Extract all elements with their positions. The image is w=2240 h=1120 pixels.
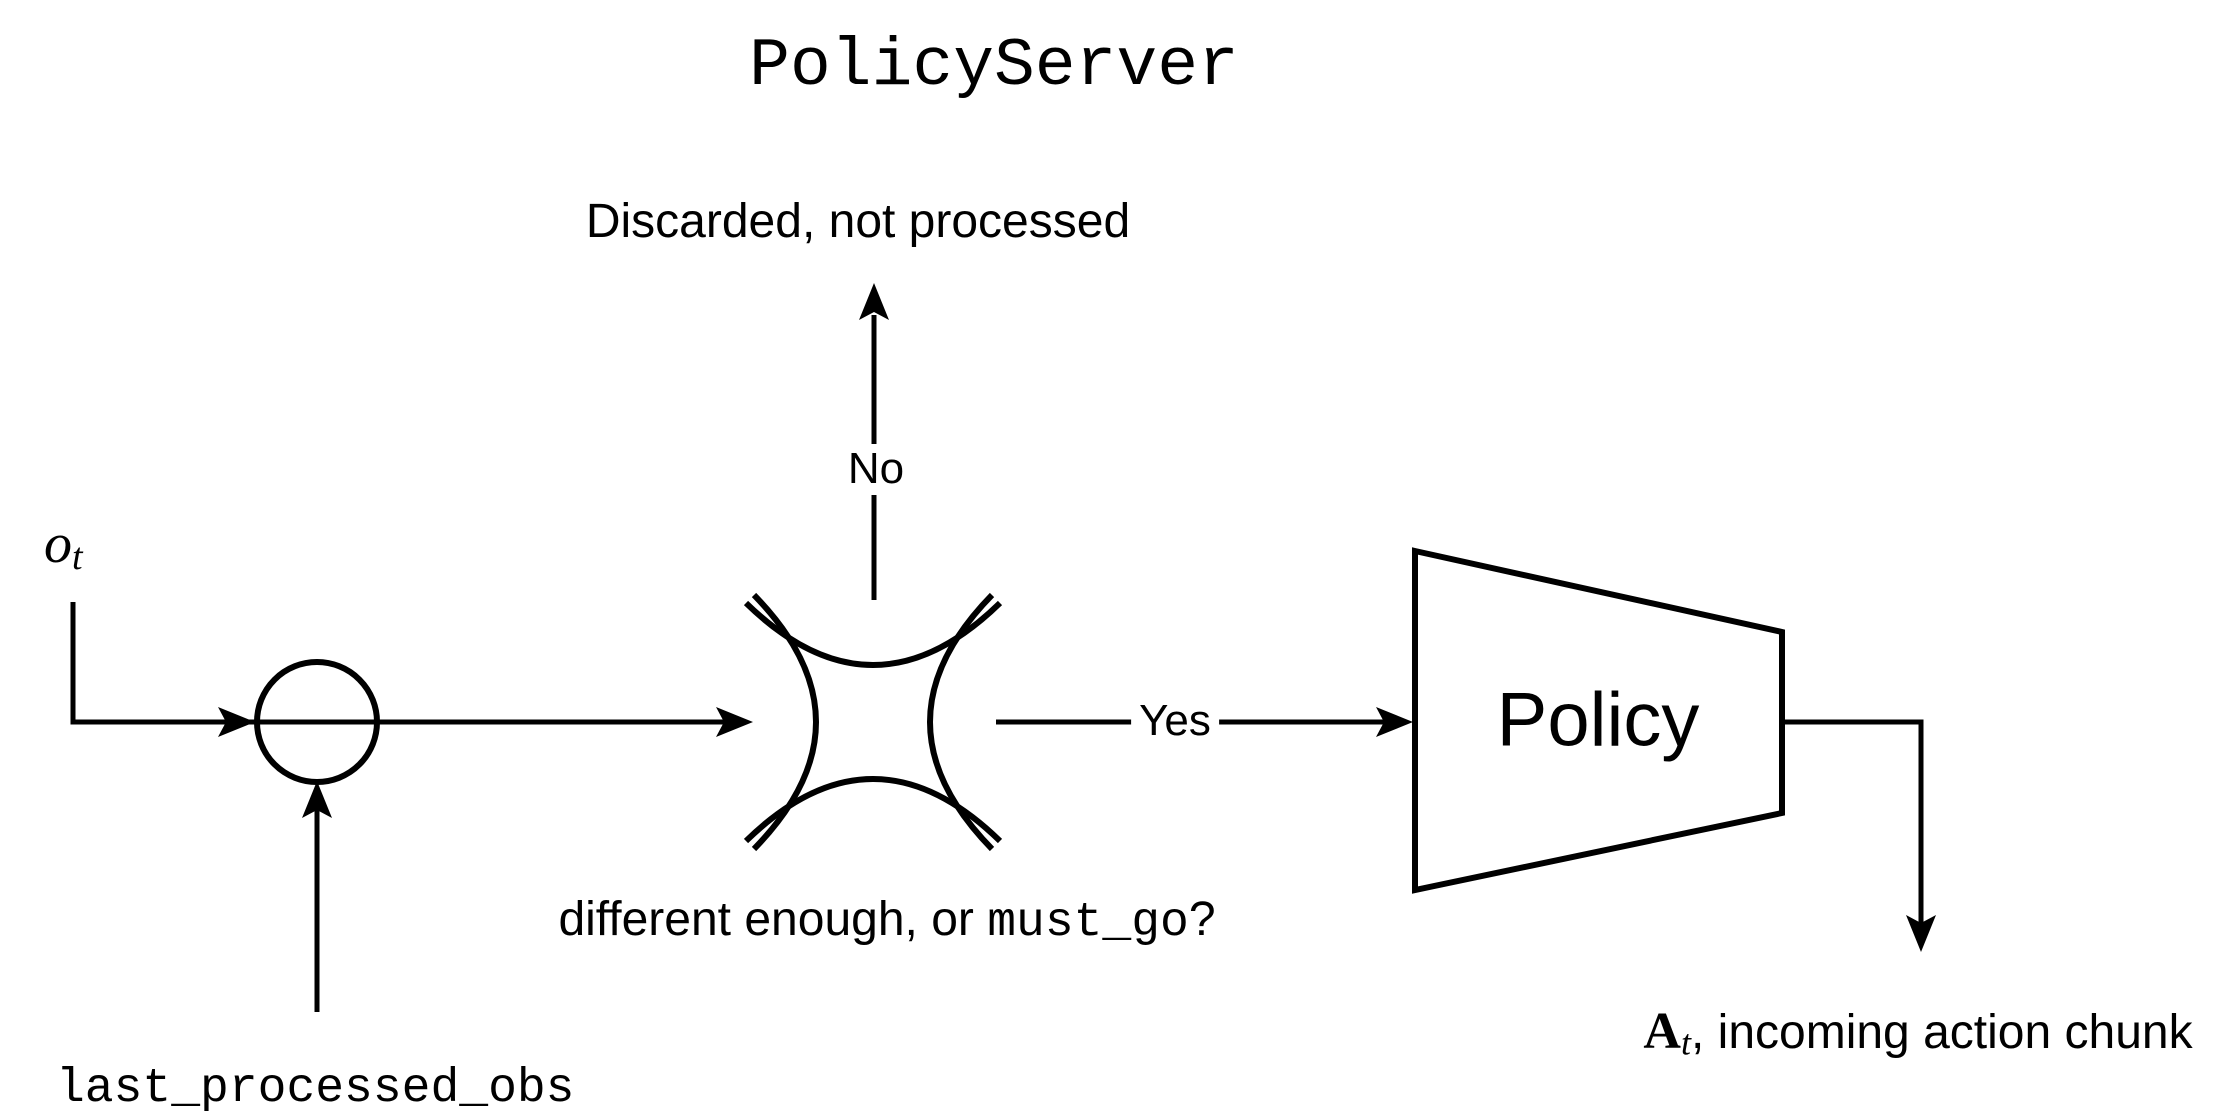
decision-input-arrowhead: [716, 707, 753, 737]
observation-to-comparator-line: [70, 602, 726, 725]
observation-symbol: o: [44, 513, 72, 575]
decision-star: [743, 592, 1003, 852]
discarded-label: Discarded, not processed: [585, 195, 1131, 248]
decision-question-label: different enough, or must_go?: [558, 892, 1215, 951]
question-suffix: ?: [1188, 893, 1216, 946]
policy-label: Policy: [1496, 677, 1700, 763]
yes-label: Yes: [1131, 696, 1219, 747]
observation-label: ot: [44, 512, 83, 580]
decision-star-left-arc: [751, 592, 819, 852]
yes-branch-arrowhead: [1376, 707, 1413, 737]
no-branch-arrowhead: [859, 283, 889, 320]
no-label: No: [839, 444, 913, 495]
decision-star-top-arc: [743, 600, 1003, 668]
decision-star-bottom-arc: [743, 776, 1003, 844]
action-subscript: t: [1680, 1022, 1691, 1063]
question-code: must_go: [987, 896, 1189, 950]
action-symbol: A: [1643, 1003, 1681, 1060]
last-processed-obs-arrowhead: [302, 781, 332, 818]
action-suffix: , incoming action chunk: [1690, 1006, 2193, 1059]
decision-star-right-arc: [927, 592, 995, 852]
last-processed-obs-label: last_processed_obs: [56, 1062, 575, 1116]
action-output-arrowhead: [1906, 915, 1936, 952]
observation-subscript: t: [72, 535, 83, 578]
action-output-line: [1782, 719, 1924, 923]
question-prefix: different enough, or: [558, 893, 988, 946]
comparator-input-arrowhead: [218, 707, 255, 737]
action-chunk-label: At, incoming action chunk: [1643, 1002, 2192, 1064]
policy-trapezoid: [1412, 547, 1785, 894]
diagram-title: PolicyServer: [749, 28, 1239, 105]
